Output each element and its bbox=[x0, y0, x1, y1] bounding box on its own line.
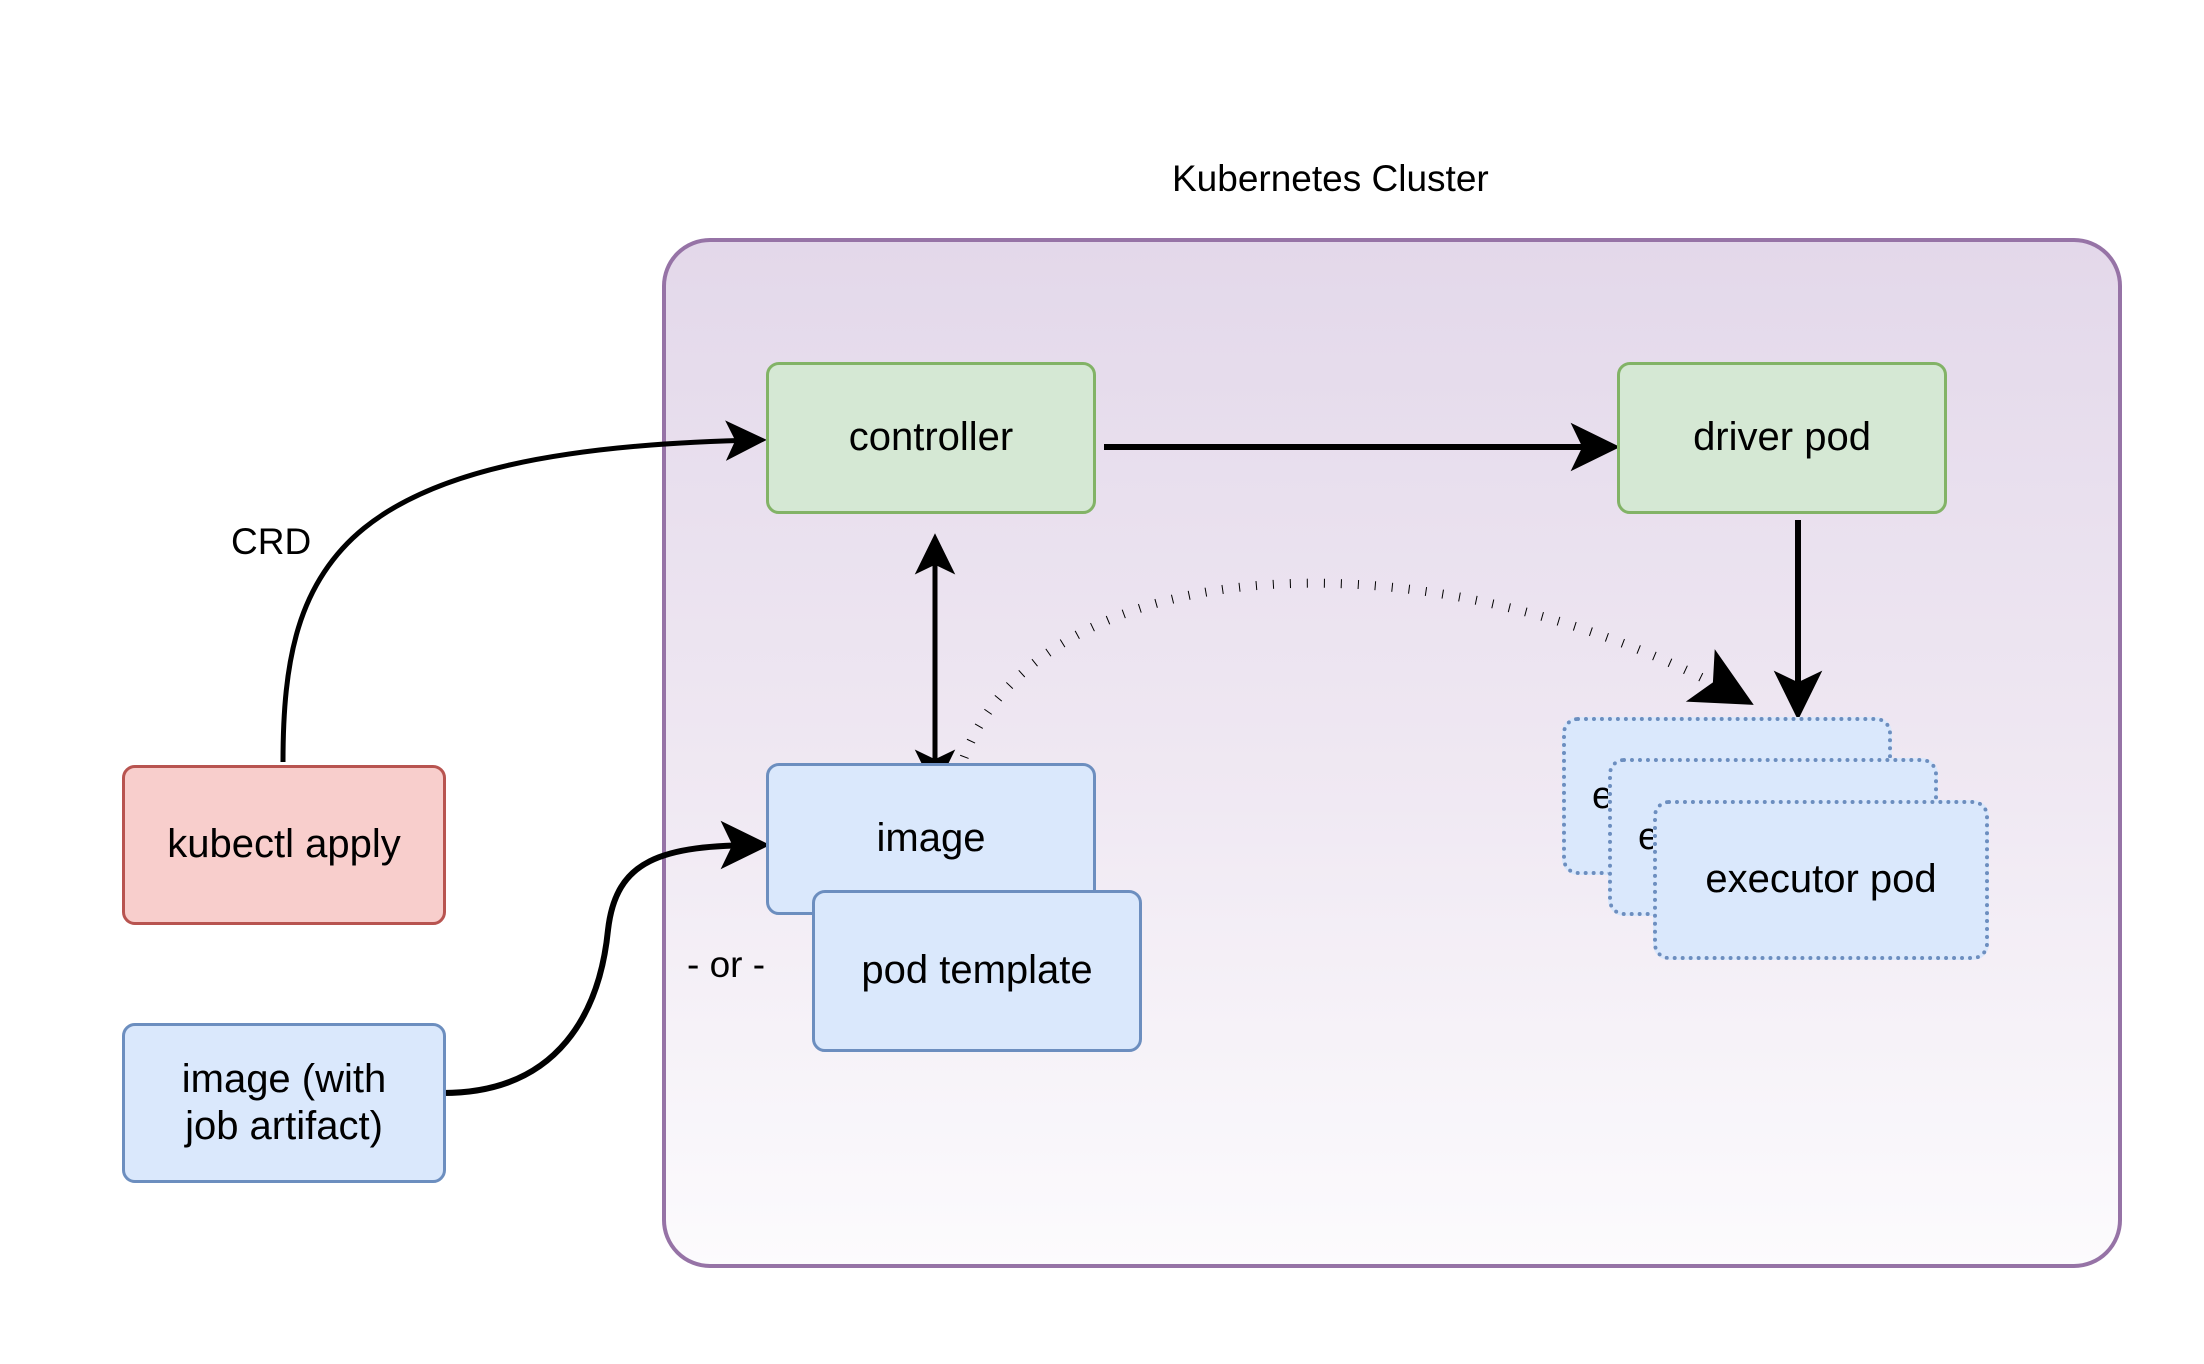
node-pod-template-label: pod template bbox=[861, 948, 1093, 993]
node-kubectl-apply-label: kubectl apply bbox=[167, 822, 401, 867]
edge-label-crd: CRD bbox=[231, 521, 312, 562]
cluster-title: Kubernetes Cluster bbox=[1172, 158, 1489, 199]
node-image-label: image bbox=[876, 816, 986, 861]
node-image-with-job-artifact[interactable]: image (with job artifact) bbox=[122, 1023, 446, 1183]
node-driver-pod-label: driver pod bbox=[1693, 415, 1871, 460]
node-controller[interactable]: controller bbox=[766, 362, 1096, 514]
node-executor-pod-back-label: e bbox=[1592, 774, 1614, 817]
node-executor-pod-front-label: executor pod bbox=[1705, 857, 1937, 902]
node-controller-label: controller bbox=[848, 415, 1014, 460]
node-image[interactable]: image bbox=[766, 763, 1096, 915]
node-image-artifact-label-line2: job artifact) bbox=[185, 1104, 383, 1148]
node-pod-template[interactable]: pod template bbox=[812, 890, 1142, 1052]
edge-image-artifact-to-image bbox=[442, 820, 771, 1096]
node-executor-pod-front[interactable]: executor pod bbox=[1653, 800, 1989, 960]
edge-kubectl-to-controller bbox=[280, 420, 767, 763]
edge-label-or: - or - bbox=[687, 944, 766, 985]
node-kubectl-apply[interactable]: kubectl apply bbox=[122, 765, 446, 925]
node-driver-pod[interactable]: driver pod bbox=[1617, 362, 1947, 514]
node-image-artifact-label-line1: image (with bbox=[181, 1056, 387, 1101]
edge-image-to-executor-pod bbox=[950, 578, 1754, 791]
